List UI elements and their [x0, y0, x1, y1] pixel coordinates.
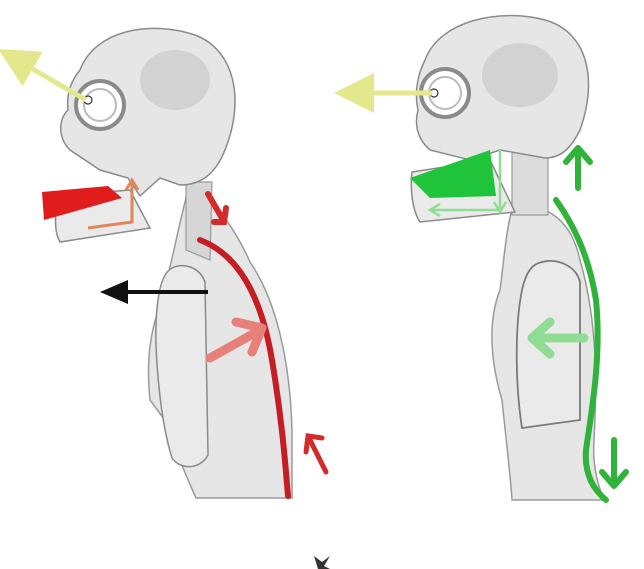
- neck-lift-arrow: [566, 148, 590, 188]
- bottom-mark-icon: [314, 556, 330, 569]
- arm-bad: [156, 266, 208, 467]
- figure-good-posture: [364, 16, 626, 500]
- eye-icon: [76, 81, 124, 129]
- skull-shade-bad: [140, 50, 210, 110]
- figure-bad-posture: [24, 28, 326, 498]
- lower-back-arrow: [306, 436, 326, 472]
- skull-shade-good: [482, 43, 558, 107]
- neck-good: [512, 150, 548, 215]
- arm-good: [517, 261, 580, 428]
- muscle-wedge-good: [410, 150, 496, 198]
- lower-spine-arrow: [602, 440, 626, 486]
